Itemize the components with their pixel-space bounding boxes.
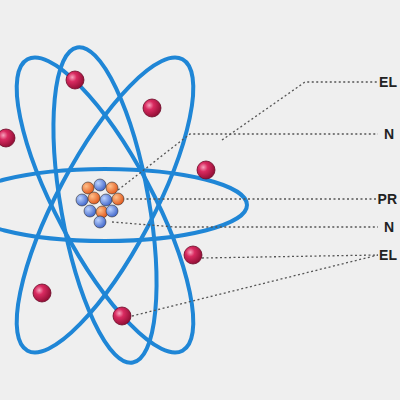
nucleus [76, 179, 124, 228]
part-label: EL [378, 74, 398, 90]
part-label: PR [377, 191, 398, 207]
part-label: EL [378, 247, 398, 263]
electron [0, 71, 215, 325]
part-label: N [383, 219, 395, 235]
leader-line [112, 82, 378, 316]
electron-orbit [0, 37, 247, 373]
part-label: N [383, 126, 395, 142]
